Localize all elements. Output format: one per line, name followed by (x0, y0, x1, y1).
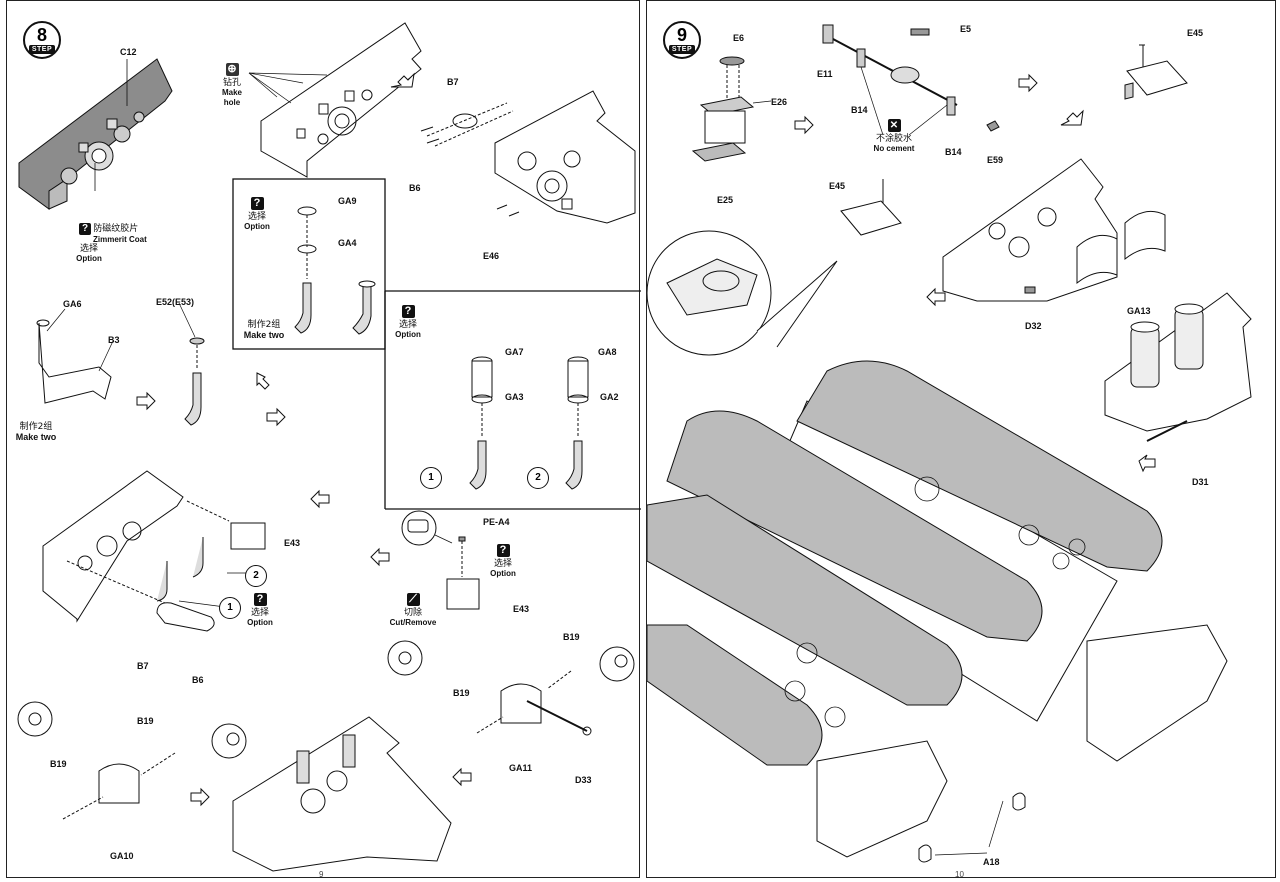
page-number: 10 (955, 870, 964, 879)
part-label-e46: E46 (483, 251, 500, 261)
part-label-b14: B14 (851, 105, 868, 115)
part-label-ga11: GA11 (509, 763, 533, 773)
part-label-ga13: GA13 (1127, 306, 1151, 316)
part-label-b6: B6 (192, 675, 204, 685)
part-label-ga7: GA7 (505, 347, 524, 357)
part-label-e43: E43 (284, 538, 301, 548)
step-badge: 8 STEP (23, 21, 61, 59)
step-8-drawings (17, 22, 641, 872)
question-icon: ? (253, 593, 267, 606)
hull-rear-assembly-top (494, 90, 636, 224)
part-label-b14: B14 (945, 147, 962, 157)
part-label-e25: E25 (717, 195, 734, 205)
part-label-a18: A18 (983, 857, 1000, 867)
part-label-ga3: GA3 (505, 392, 524, 402)
variant-circle-2: 2 (527, 467, 549, 489)
hull-rear-assembly-middle (42, 470, 184, 623)
hull-rear-plate-zimmerit (18, 58, 173, 210)
part-label-ga9: GA9 (338, 196, 357, 206)
drill-icon: ⊕ (225, 63, 239, 76)
part-label-ga4: GA4 (338, 238, 357, 248)
step-9-drawings (647, 24, 1252, 863)
question-icon: ? (401, 305, 415, 318)
hull-rear-plate-drill (260, 22, 422, 178)
no-glue-icon: ✕ (887, 119, 901, 132)
part-label-b19: B19 (563, 632, 580, 642)
tank-hull-with-tracks (647, 360, 1228, 858)
hull-rear-with-covers (942, 158, 1166, 302)
instruction-page-step-9: 9 STEP (646, 0, 1276, 879)
part-label-pe-a4: PE-A4 (483, 517, 510, 527)
part-label-e45: E45 (1187, 28, 1204, 38)
part-label-ga10: GA10 (110, 851, 134, 861)
instruction-page-step-8: 8 STEP (6, 0, 641, 879)
hull-rear-assembly-bottom (232, 716, 452, 872)
part-label-d33: D33 (575, 775, 592, 785)
part-label-e45: E45 (829, 181, 846, 191)
part-label-d32: D32 (1025, 321, 1042, 331)
part-label-b19: B19 (50, 759, 67, 769)
part-label-b7: B7 (447, 77, 459, 87)
zimmerit-note: ? 防磁纹胶片 Zimmerit Coat (79, 223, 159, 245)
question-icon: ? (496, 544, 510, 557)
part-label-e52: E52(E53) (156, 297, 195, 307)
variant-circle-2: 2 (245, 565, 267, 587)
variant-circle-1: 1 (219, 597, 241, 619)
part-label-c12: C12 (120, 47, 137, 57)
part-label-e5: E5 (960, 24, 972, 34)
part-label-ga2: GA2 (600, 392, 619, 402)
part-label-e6: E6 (733, 33, 745, 43)
part-label-ga6: GA6 (63, 299, 82, 309)
part-label-e59: E59 (987, 155, 1004, 165)
variant-circle-1: 1 (420, 467, 442, 489)
part-label-e26: E26 (771, 97, 788, 107)
knife-icon: ⟋ (406, 593, 420, 606)
hull-rear-with-exhausts (1104, 292, 1252, 432)
part-label-ga8: GA8 (598, 347, 617, 357)
part-label-b19: B19 (453, 688, 470, 698)
page-number: 9 (319, 870, 324, 879)
part-label-b7: B7 (137, 661, 149, 671)
question-icon: ? (250, 197, 264, 210)
part-label-e11: E11 (817, 69, 833, 79)
part-label-d31: D31 (1192, 477, 1209, 487)
part-label-e43: E43 (513, 604, 530, 614)
step-badge: 9 STEP (663, 21, 701, 59)
part-label-b19: B19 (137, 716, 154, 726)
part-label-b6: B6 (409, 183, 421, 193)
part-label-b3: B3 (108, 335, 120, 345)
